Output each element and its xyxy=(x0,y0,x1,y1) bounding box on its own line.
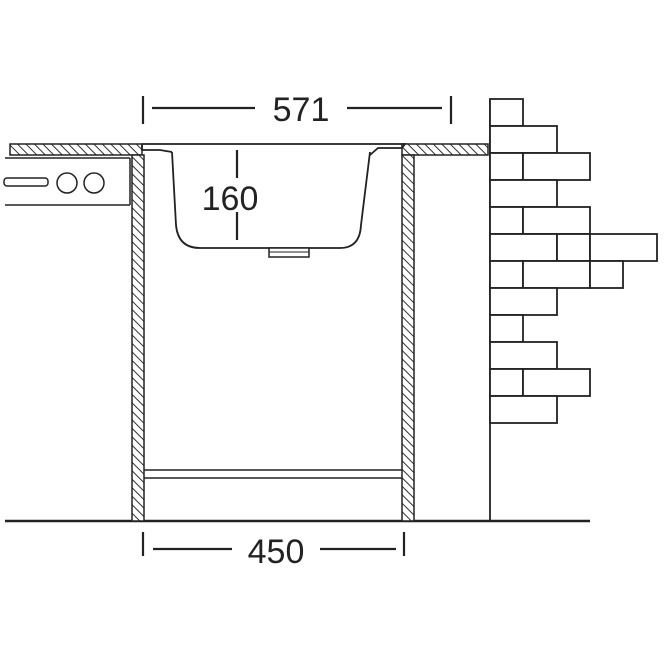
right-cabinet-wall xyxy=(401,154,415,522)
oven-handle-icon xyxy=(3,177,49,187)
left-countertop xyxy=(9,143,143,156)
left-cabinet-wall xyxy=(131,154,145,522)
dimension-top-width xyxy=(141,96,453,124)
brick-wall xyxy=(489,98,658,521)
cabinet-shelf xyxy=(144,469,402,479)
oven-appliance xyxy=(3,157,131,206)
sink-bowl xyxy=(141,143,407,258)
dimension-cabinet-width xyxy=(141,532,406,556)
dimension-label-top-width: 571 xyxy=(273,91,330,129)
knob-icon xyxy=(56,172,78,194)
dimension-label-cabinet-width: 450 xyxy=(248,533,305,571)
right-countertop xyxy=(401,143,489,156)
knob-icon xyxy=(83,172,105,194)
dimension-label-bowl-depth: 160 xyxy=(202,180,259,218)
